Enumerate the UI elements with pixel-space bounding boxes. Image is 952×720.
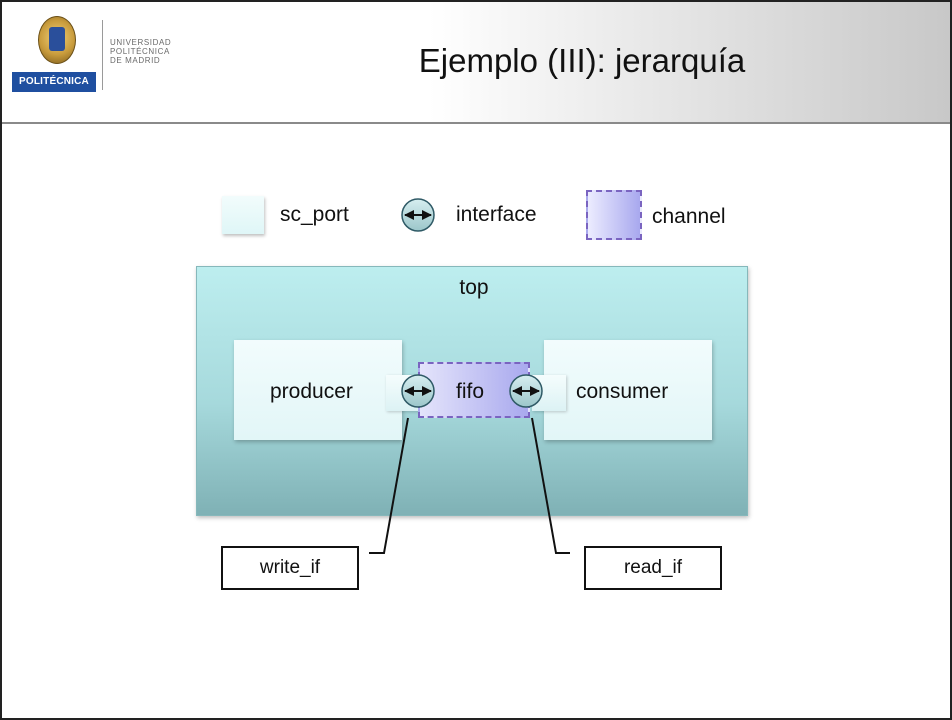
write-interface-icon bbox=[401, 374, 435, 408]
logo-text: UNIVERSIDAD POLITÉCNICA DE MADRID bbox=[110, 38, 171, 65]
logo-line-1: UNIVERSIDAD bbox=[110, 38, 172, 47]
legend-channel-swatch bbox=[586, 190, 642, 240]
slide-title: Ejemplo (III): jerarquía bbox=[418, 42, 746, 79]
fifo-label: fifo bbox=[456, 380, 485, 403]
logo-badge: POLITÉCNICA bbox=[12, 72, 96, 92]
read-if-callout: read_if bbox=[584, 546, 722, 590]
logo-line-2: POLITÉCNICA bbox=[110, 47, 170, 56]
upm-logo: POLITÉCNICA UNIVERSIDAD POLITÉCNICA DE M… bbox=[12, 16, 192, 96]
logo-divider bbox=[102, 20, 103, 90]
read-interface-icon bbox=[509, 374, 543, 408]
logo-line-3: DE MADRID bbox=[110, 56, 161, 65]
producer-label: producer bbox=[270, 380, 353, 403]
crest-icon bbox=[38, 16, 76, 64]
legend-port-swatch bbox=[222, 196, 264, 234]
write-if-callout: write_if bbox=[221, 546, 359, 590]
legend-port-label: sc_port bbox=[280, 203, 349, 226]
legend-interface-icon bbox=[401, 198, 435, 232]
legend-channel-label: channel bbox=[652, 205, 726, 228]
slide-header: POLITÉCNICA UNIVERSIDAD POLITÉCNICA DE M… bbox=[2, 2, 950, 124]
legend-interface-label: interface bbox=[456, 203, 537, 226]
consumer-label: consumer bbox=[576, 380, 669, 403]
top-module-label: top bbox=[459, 276, 489, 299]
consumer-module bbox=[544, 340, 712, 440]
